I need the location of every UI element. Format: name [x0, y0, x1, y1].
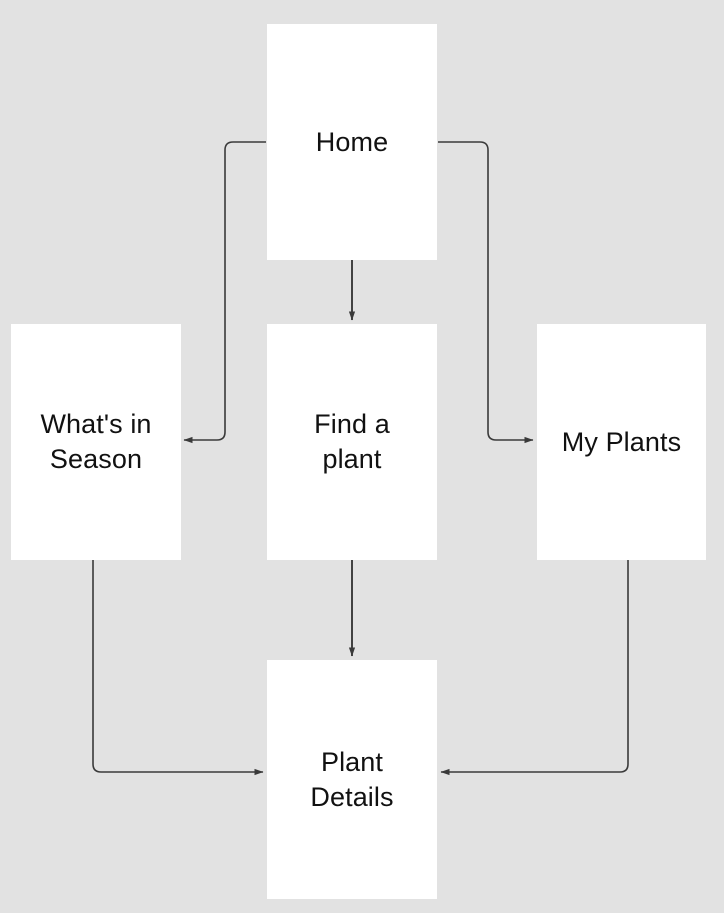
edge-myplants-to-details: [440, 560, 629, 776]
node-my-plants-label: My Plants: [561, 426, 682, 457]
node-home[interactable]: Home: [267, 24, 437, 260]
edge-season-to-details: [92, 560, 264, 776]
node-find-a-plant-label: Find a plant: [314, 409, 390, 474]
node-find-a-plant[interactable]: Find a plant: [267, 324, 437, 560]
edge-home-to-myplants: [438, 141, 534, 444]
node-my-plants[interactable]: My Plants: [537, 324, 706, 560]
node-plant-details-label: Plant Details: [310, 746, 394, 812]
node-plant-details[interactable]: Plant Details: [267, 660, 437, 899]
edge-home-to-season: [183, 141, 266, 444]
node-home-label: Home: [315, 126, 389, 157]
node-whats-in-season-label: What's in Season: [40, 409, 152, 474]
node-whats-in-season[interactable]: What's in Season: [11, 324, 181, 560]
